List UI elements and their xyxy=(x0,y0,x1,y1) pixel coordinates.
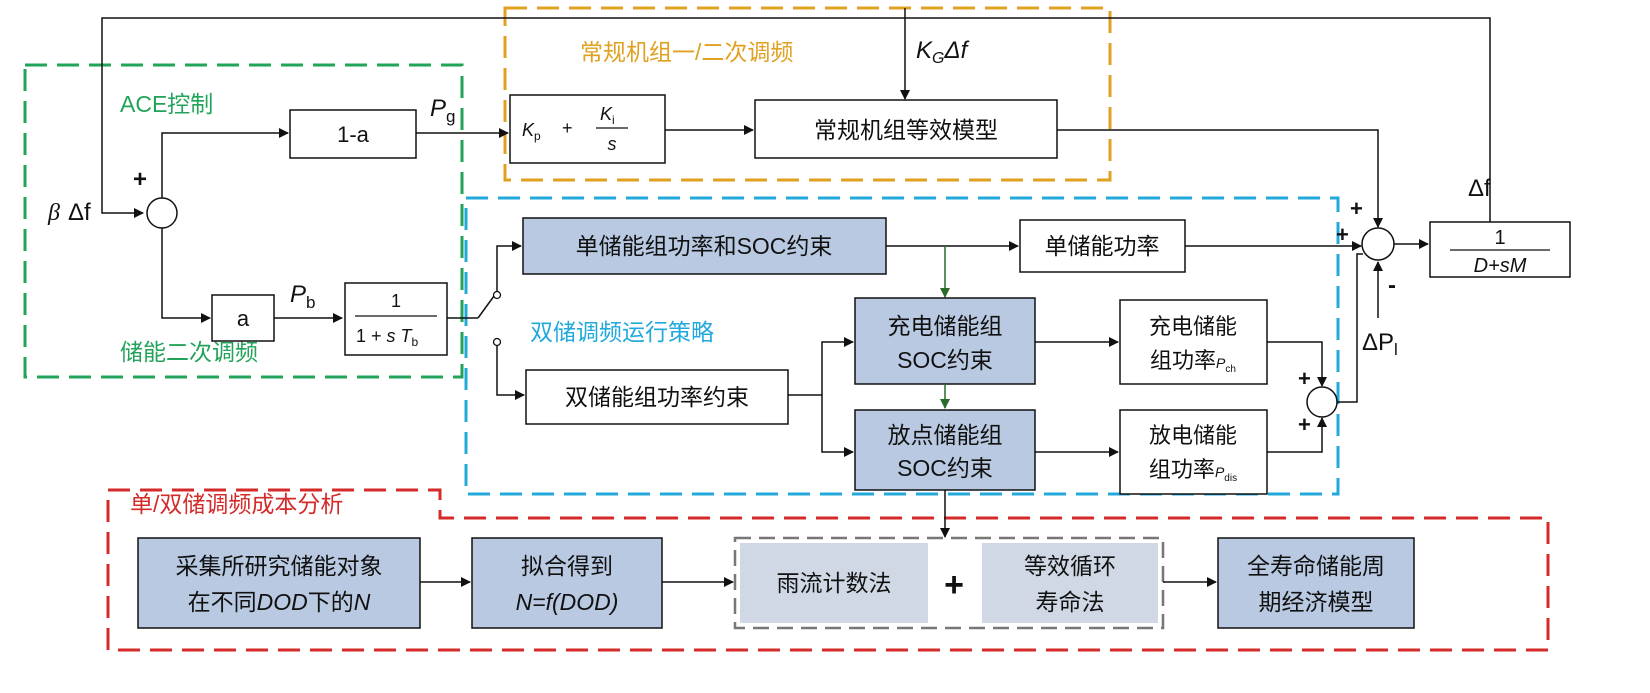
charge-power-to-sum-line xyxy=(1267,341,1327,387)
storage-sum-to-main-line xyxy=(1337,253,1363,403)
generator-model-block xyxy=(754,99,1058,159)
branch-down-line xyxy=(161,228,211,323)
storage-sum-top-sign: + xyxy=(1298,366,1311,391)
storage-transfer-block xyxy=(344,282,448,356)
delta-f-output-label: Δf xyxy=(1468,175,1491,202)
lifecycle-model-block xyxy=(1217,537,1415,629)
storage-secondary-label: 储能二次调频 xyxy=(120,339,258,365)
discharge-soc-constraint-block xyxy=(854,409,1036,491)
dual-to-charge-line xyxy=(821,337,854,395)
main-sum-top-sign: + xyxy=(1350,196,1363,221)
storage-tf-numerator: 1 xyxy=(391,291,401,311)
curve-fit-text-line1: 拟合得到 xyxy=(521,553,613,579)
load-disturbance-label: ΔPl xyxy=(1362,329,1398,359)
one-minus-a-text: 1-a xyxy=(337,122,370,147)
switch-to-single-line xyxy=(496,241,522,291)
dual-storage-constraint-block xyxy=(525,369,789,425)
grid-tf-denominator: D+sM xyxy=(1474,255,1527,277)
cost-analysis-region xyxy=(106,488,1550,652)
charge-power-text-line1: 充电储能 xyxy=(1149,314,1237,339)
single-storage-constraint-block xyxy=(522,217,887,275)
discharge-power-block xyxy=(1119,409,1268,495)
delta-f-input-label: Δf xyxy=(68,199,91,226)
pi-controller-block xyxy=(509,94,666,164)
collect-data-block xyxy=(137,537,421,629)
collect-data-text-line2: 在不同DOD下的N xyxy=(188,589,371,615)
discharge-power-text-line1: 放电储能 xyxy=(1149,423,1237,448)
generator-model-text: 常规机组等效模型 xyxy=(814,117,998,143)
storage-sum-bottom-sign: + xyxy=(1298,412,1311,437)
dual-storage-strategy-region xyxy=(464,196,1340,496)
rainflow-text: 雨流计数法 xyxy=(777,570,892,596)
collect-data-text-line1: 采集所研究储能对象 xyxy=(176,553,383,579)
switch-blade xyxy=(477,295,495,319)
lifecycle-model-text-line2: 期经济模型 xyxy=(1259,589,1374,615)
pg-label: Pg xyxy=(430,95,455,126)
discharge-soc-text-line1: 放点储能组 xyxy=(888,422,1003,448)
ace-control-label: ACE控制 xyxy=(120,91,213,117)
beta-label: β xyxy=(47,200,60,226)
switch-contact-bottom xyxy=(492,337,502,347)
cost-analysis-label: 单/双储调频成本分析 xyxy=(130,491,343,517)
gen-to-sum-line xyxy=(1057,129,1383,228)
discharge-power-text-line2: 组功率Pdis xyxy=(1149,457,1237,484)
pi-s-text: s xyxy=(608,134,617,154)
grid-tf-numerator: 1 xyxy=(1494,227,1505,249)
storage-summing-junction xyxy=(1306,386,1338,418)
equivalent-cycle-text-line2: 寿命法 xyxy=(1036,589,1105,615)
main-sum-bottom-sign: - xyxy=(1388,272,1396,299)
equivalent-cycle-block xyxy=(982,543,1158,623)
one-minus-a-block xyxy=(289,109,417,159)
dual-storage-constraint-text: 双储能组功率约束 xyxy=(565,384,749,410)
main-summing-junction xyxy=(1361,227,1395,261)
switch-to-dual-line xyxy=(496,346,525,400)
conventional-regulation-label: 常规机组一/二次调频 xyxy=(580,39,793,65)
main-sum-left-sign: + xyxy=(1336,222,1349,247)
pi-ki-text: Ki xyxy=(600,104,615,127)
single-storage-power-text: 单储能功率 xyxy=(1045,233,1160,259)
combine-plus-sign: + xyxy=(944,566,964,604)
storage-tf-denominator: 1 + s Tb xyxy=(356,326,419,349)
kg-delta-f-label: KGΔf xyxy=(916,37,970,67)
ace-sum-plus-sign: + xyxy=(133,166,147,193)
dual-to-discharge-line xyxy=(821,395,854,457)
equivalent-cycle-text-line1: 等效循环 xyxy=(1024,553,1116,579)
a-block xyxy=(211,294,275,342)
pb-label: Pb xyxy=(290,281,315,312)
feedback-line xyxy=(101,17,1491,222)
charge-soc-text-line1: 充电储能组 xyxy=(888,313,1003,339)
curve-fit-block xyxy=(471,537,663,629)
branch-up-line xyxy=(161,128,289,198)
ace-control-region xyxy=(23,63,464,379)
pi-kp-text: Kp xyxy=(522,120,541,143)
pi-plus-text: + xyxy=(562,118,573,138)
rainflow-block xyxy=(740,543,928,623)
curve-fit-text-line2: N=f(DOD) xyxy=(516,589,619,615)
charge-soc-constraint-block xyxy=(854,297,1036,385)
charge-power-text-line2: 组功率Pch xyxy=(1150,348,1236,375)
switch-contact-top xyxy=(492,290,502,300)
charge-power-block xyxy=(1119,299,1268,385)
conventional-regulation-region xyxy=(503,6,1112,182)
dual-strategy-label: 双储调频运行策略 xyxy=(530,319,714,345)
discharge-power-to-sum-line xyxy=(1267,417,1327,453)
discharge-soc-text-line2: SOC约束 xyxy=(897,455,993,481)
ace-summing-junction xyxy=(146,197,178,229)
a-text: a xyxy=(237,306,250,331)
charge-soc-text-line2: SOC约束 xyxy=(897,347,993,373)
single-storage-constraint-text: 单储能组功率和SOC约束 xyxy=(576,233,833,259)
lifecycle-model-text-line1: 全寿命储能周 xyxy=(1247,553,1385,579)
